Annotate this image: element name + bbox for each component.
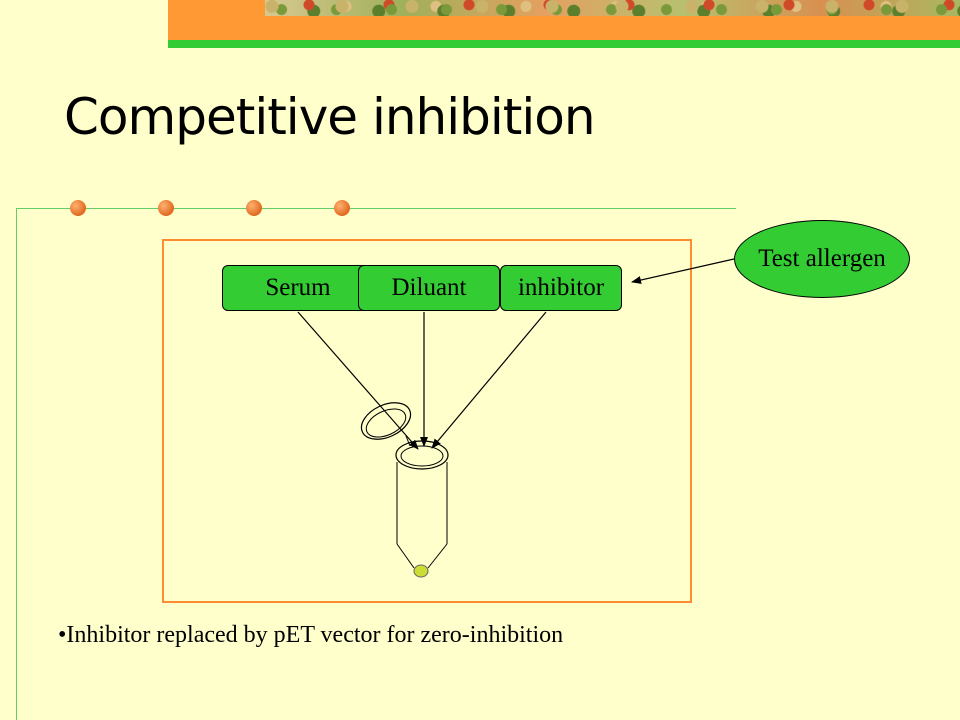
bullet-text: •Inhibitor replaced by pET vector for ze… <box>58 622 564 648</box>
horizontal-rule <box>16 208 736 209</box>
arrow-inhibitor <box>431 311 547 449</box>
microtube-icon <box>360 402 449 578</box>
slide-title: Competitive inhibition <box>64 88 596 146</box>
bullet-dot-2 <box>158 200 174 216</box>
arrow-serum <box>297 311 419 450</box>
test-allergen-oval: Test allergen <box>734 220 910 298</box>
diagram-frame <box>162 239 692 603</box>
bullet-dot-1 <box>70 200 86 216</box>
vertical-rule <box>16 208 17 720</box>
header-texture-image <box>265 0 960 16</box>
inhibitor-box: inhibitor <box>500 265 622 311</box>
bullet-dot-4 <box>334 200 350 216</box>
arrow-test-allergen <box>631 258 735 284</box>
diluant-box: Diluant <box>358 265 500 311</box>
serum-box: Serum <box>222 265 374 311</box>
bullet-dot-3 <box>246 200 262 216</box>
header-stripe <box>168 40 960 48</box>
